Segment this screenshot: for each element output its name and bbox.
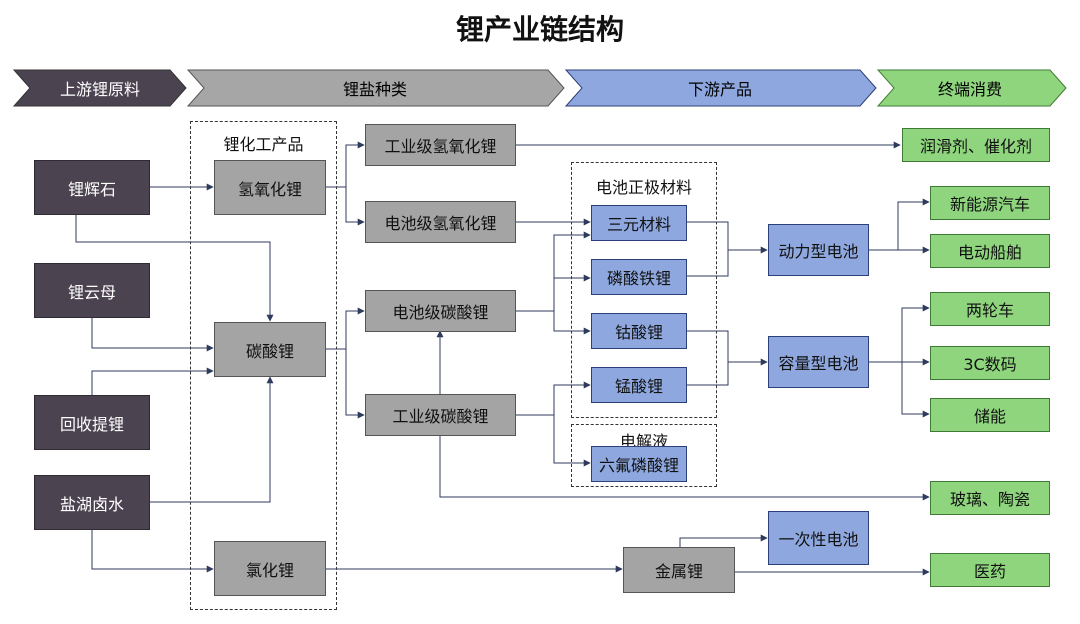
node-lipf6: 六氟磷酸锂 — [591, 446, 687, 482]
node-3c-digital: 3C数码 — [930, 346, 1050, 380]
stage-upstream: 上游锂原料 — [59, 80, 140, 99]
node-new-energy-vehicle: 新能源汽车 — [930, 186, 1050, 220]
node-energy-storage: 储能 — [930, 398, 1050, 432]
group-cathode-label: 电池正极材料 — [595, 178, 692, 197]
stage-terminal: 终端消费 — [937, 80, 1002, 99]
node-electric-ship: 电动船舶 — [930, 234, 1050, 268]
node-battery-lithium-hydroxide: 电池级氢氧化锂 — [365, 201, 516, 243]
node-lubricant-catalyst: 润滑剂、催化剂 — [902, 128, 1050, 162]
node-capacity-battery: 容量型电池 — [768, 336, 869, 388]
stage-arrow-downstream — [564, 69, 877, 107]
stage-downstream: 下游产品 — [687, 80, 752, 99]
node-lepidolite: 锂云母 — [34, 263, 150, 318]
node-lfp: 磷酸铁锂 — [591, 259, 687, 295]
node-industrial-lithium-carbonate: 工业级碳酸锂 — [365, 394, 516, 436]
node-spodumene: 锂辉石 — [34, 160, 150, 215]
group-cathode — [571, 162, 717, 418]
stage-arrow-upstream — [12, 69, 187, 107]
node-lithium-carbonate: 碳酸锂 — [214, 322, 326, 377]
group-lithium-chemicals — [190, 121, 337, 610]
group-lithium-chemicals-label: 锂化工产品 — [223, 135, 304, 154]
node-industrial-lithium-hydroxide: 工业级氢氧化锂 — [365, 124, 516, 166]
node-medicine: 医药 — [930, 553, 1050, 587]
node-salt-lake-brine: 盐湖卤水 — [34, 475, 150, 530]
node-lco: 钴酸锂 — [591, 313, 687, 349]
node-glass-ceramics: 玻璃、陶瓷 — [930, 481, 1050, 515]
node-lithium-chloride: 氯化锂 — [214, 541, 326, 596]
group-electrolyte — [571, 424, 717, 487]
stage-salt: 锂盐种类 — [342, 80, 407, 99]
node-recycling: 回收提锂 — [34, 395, 150, 450]
diagram-title: 锂产业链结构 — [455, 13, 624, 46]
node-primary-battery: 一次性电池 — [768, 511, 869, 565]
stage-arrow-salt — [186, 69, 565, 107]
node-lithium-hydroxide: 氢氧化锂 — [214, 160, 326, 215]
node-battery-lithium-carbonate: 电池级碳酸锂 — [365, 290, 516, 332]
node-two-wheeler: 两轮车 — [930, 292, 1050, 326]
node-lmo: 锰酸锂 — [591, 367, 687, 403]
node-ternary-material: 三元材料 — [591, 205, 687, 241]
stage-arrow-terminal — [876, 69, 1067, 107]
node-power-battery: 动力型电池 — [768, 224, 869, 276]
node-lithium-metal: 金属锂 — [623, 547, 735, 593]
